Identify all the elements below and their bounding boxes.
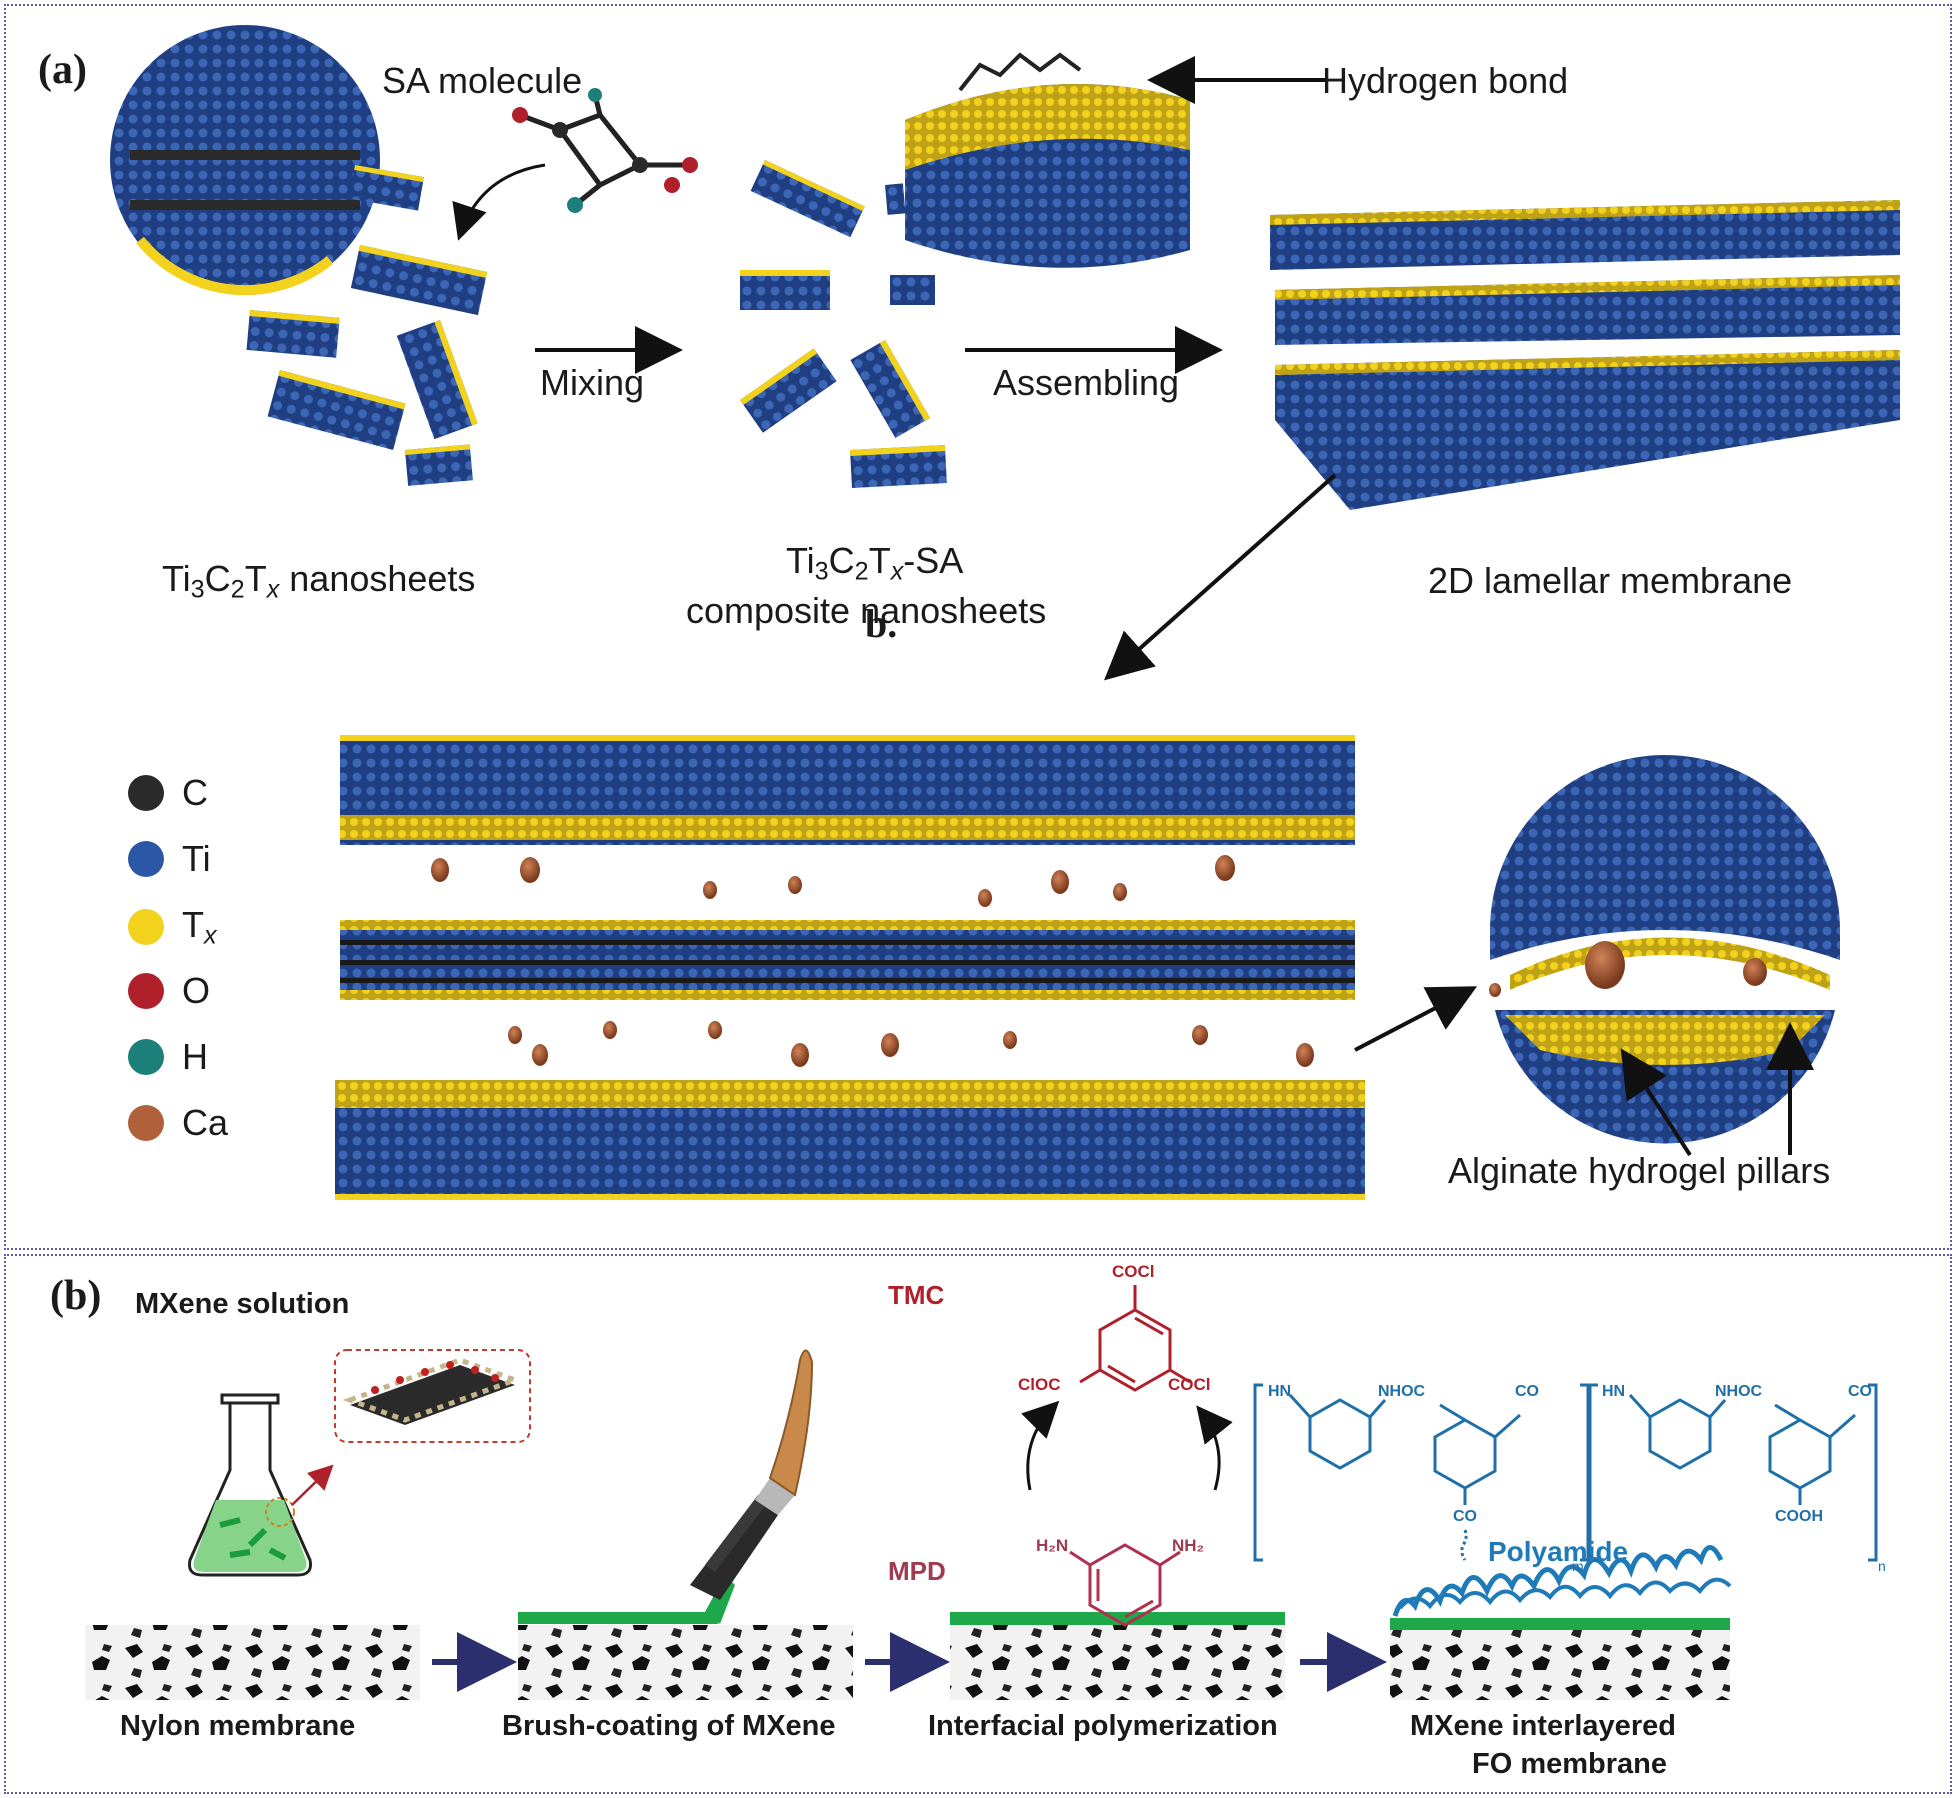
- flask-zoom-arrow: [291, 1464, 334, 1506]
- pa-co-2: CO: [1848, 1383, 1872, 1400]
- sa-atoms: [512, 88, 698, 213]
- pillared-membrane: [335, 735, 1365, 1200]
- step-label-ip: Interfacial polymerization: [928, 1710, 1278, 1742]
- hydrogen-bond-label: Hydrogen bond: [1322, 60, 1569, 101]
- composite-nanosheets: [740, 160, 947, 488]
- tmc-cocl-right: COCl: [1168, 1375, 1211, 1394]
- nanosheet-zoom-sphere: [110, 25, 380, 296]
- ca-atom-icon: [128, 1105, 164, 1141]
- tmc-cocl-top: COCl: [1112, 1262, 1155, 1281]
- tmc-cocl-left: ClOC: [1018, 1375, 1061, 1394]
- nanosheets-label: Ti3C2Tx nanosheets: [162, 558, 476, 604]
- pa-hn-2: HN: [1602, 1383, 1626, 1400]
- assembling-label: Assembling: [993, 362, 1180, 403]
- mxene-coating-full: [950, 1612, 1285, 1625]
- mxene-interlayer: [1390, 1618, 1730, 1630]
- legend-item-ca: Ca: [128, 1102, 228, 1144]
- tmc-label: TMC: [888, 1280, 945, 1310]
- step-label-brush: Brush-coating of MXene: [502, 1710, 836, 1742]
- lamellar-membrane-stack: [1270, 200, 1900, 510]
- panel-b-letter: (b): [50, 1273, 102, 1319]
- fo-membrane-graphic: [1390, 1630, 1730, 1700]
- to-zoom-arrow: [1354, 986, 1478, 1052]
- sa-molecule-label: SA molecule: [382, 60, 583, 101]
- panel-a-letter: (a): [38, 47, 87, 93]
- h-atom-icon: [128, 1039, 164, 1075]
- legend-item-tx: Tx: [128, 904, 217, 950]
- pa-nhoc-2: NHOC: [1715, 1383, 1763, 1400]
- sa-molecule-graphic: [519, 94, 690, 207]
- tmc-structure: [1079, 1285, 1191, 1392]
- tx-atom-icon: [128, 909, 164, 946]
- nylon-membrane-graphic: [85, 1625, 420, 1700]
- polyamide-graphic: [1392, 1545, 1724, 1617]
- panel-a-frame: [4, 4, 1952, 1250]
- composite-label-line2: composite nanosheets: [686, 590, 1047, 631]
- hydrogen-bond-zoom: [905, 52, 1190, 268]
- pa-n: n: [1878, 1558, 1886, 1574]
- legend-item-c: C: [128, 772, 208, 814]
- membrane-label: 2D lamellar membrane: [1428, 560, 1793, 601]
- mpd-structure: [1069, 1543, 1181, 1627]
- sa-arrow: [452, 163, 546, 241]
- curved-arrow-right: [1196, 1405, 1233, 1491]
- mpd-nh2: NH₂: [1172, 1536, 1205, 1555]
- overlap-panel-letter: b.: [865, 601, 898, 646]
- nanosheet-stacks: [246, 165, 488, 486]
- step-label-nylon: Nylon membrane: [120, 1710, 356, 1742]
- pa-cooh: COOH: [1775, 1508, 1823, 1525]
- panel-b-frame: [4, 1254, 1952, 1794]
- composite-label-line1: Ti3C2Tx-SA: [786, 540, 964, 586]
- pa-m: m: [1572, 1558, 1584, 1574]
- mixing-label: Mixing: [540, 362, 645, 403]
- brush-membrane-graphic: [518, 1625, 853, 1700]
- o-atom-icon: [128, 973, 164, 1009]
- pillar-zoom-sphere: [1489, 755, 1840, 1144]
- legend-item-ti: Ti: [128, 838, 211, 880]
- pa-nhoc-1: NHOC: [1378, 1383, 1426, 1400]
- c-atom-icon: [128, 775, 164, 811]
- legend-item-o: O: [128, 970, 210, 1012]
- mpd-label: MPD: [888, 1556, 946, 1586]
- ip-membrane-graphic: [950, 1625, 1285, 1700]
- legend-item-h: H: [128, 1036, 208, 1078]
- pa-co-bottom: CO: [1453, 1508, 1477, 1525]
- pillar-arrow-1: [1620, 1048, 1692, 1157]
- pillars-label: Alginate hydrogel pillars: [1448, 1150, 1831, 1191]
- pa-co-1: CO: [1515, 1383, 1539, 1400]
- curved-arrow-left: [1021, 1400, 1060, 1491]
- flask-icon: [188, 1393, 312, 1577]
- to-detail-arrow: [1104, 473, 1337, 681]
- mpd-h2n: H₂N: [1036, 1536, 1069, 1555]
- step-label-fo-line1: MXene interlayered: [1410, 1710, 1676, 1742]
- polyamide-formula: [1253, 1383, 1878, 1562]
- polyamide-label: Polyamide: [1488, 1536, 1629, 1567]
- brush-icon: [690, 1349, 814, 1600]
- ti-atom-icon: [128, 841, 164, 877]
- mxene-solution-label: MXene solution: [135, 1288, 350, 1320]
- pa-hn-1: HN: [1268, 1383, 1292, 1400]
- step-label-fo-line2: FO membrane: [1472, 1748, 1667, 1780]
- mxene-structure-inset: [334, 1349, 531, 1443]
- mxene-coating-partial: [518, 1612, 718, 1624]
